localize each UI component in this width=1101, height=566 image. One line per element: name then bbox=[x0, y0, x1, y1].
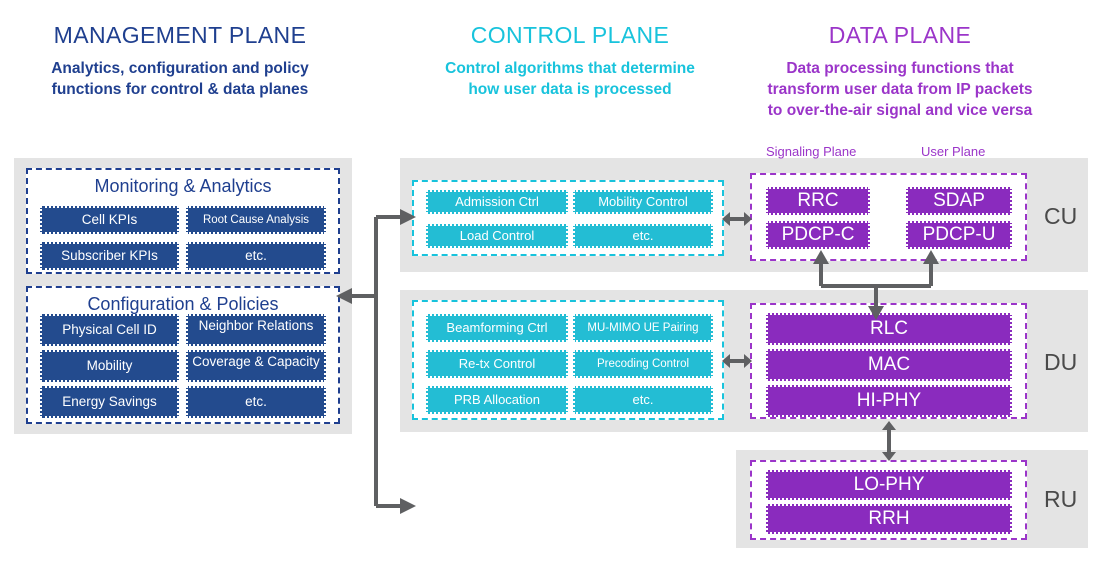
data-plane-subtitle-line3: to over-the-air signal and vice versa bbox=[767, 102, 1033, 119]
control-du-etc-box[interactable]: etc. bbox=[573, 386, 713, 414]
du-ru-connector bbox=[882, 421, 896, 461]
pdcp-u-box[interactable]: PDCP-U bbox=[906, 221, 1012, 249]
signaling-plane-label: Signaling Plane bbox=[766, 144, 857, 159]
root-cause-analysis-label: Root Cause Analysis bbox=[202, 213, 310, 226]
cell-kpis-label: Cell KPIs bbox=[81, 211, 138, 227]
management-plane-subtitle-line2: functions for control & data planes bbox=[51, 81, 309, 98]
management-plane-subtitle-line1: Analytics, configuration and policy bbox=[51, 60, 309, 77]
rlc-box[interactable]: RLC bbox=[766, 313, 1012, 345]
lo-phy-label: LO-PHY bbox=[853, 474, 925, 496]
root-cause-analysis-box[interactable]: Root Cause Analysis bbox=[186, 206, 326, 234]
prb-allocation-box[interactable]: PRB Allocation bbox=[426, 386, 568, 414]
rrc-box[interactable]: RRC bbox=[766, 187, 870, 215]
admission-ctrl-box[interactable]: Admission Ctrl bbox=[426, 190, 568, 214]
control-plane-subtitle: Control algorithms that determine how us… bbox=[400, 58, 740, 100]
mobility-control-label: Mobility Control bbox=[598, 194, 688, 210]
neighbor-relations-label: Neighbor Relations bbox=[198, 318, 314, 333]
cu-du-connector bbox=[813, 250, 939, 320]
mobility-control-box[interactable]: Mobility Control bbox=[573, 190, 713, 214]
precoding-control-label: Precoding Control bbox=[596, 357, 690, 370]
monitoring-etc-box[interactable]: etc. bbox=[186, 242, 326, 270]
re-tx-control-label: Re-tx Control bbox=[458, 356, 536, 372]
arrow-head-top-right bbox=[400, 209, 416, 225]
arrow-head-du-rlc bbox=[868, 306, 884, 320]
control-plane-subtitle-line2: how user data is processed bbox=[468, 81, 672, 98]
beamforming-ctrl-box[interactable]: Beamforming Ctrl bbox=[426, 314, 568, 342]
management-control-connector bbox=[336, 209, 416, 514]
mobility-box[interactable]: Mobility bbox=[40, 350, 179, 382]
arrow-head-bottom-right bbox=[400, 498, 416, 514]
sdap-box[interactable]: SDAP bbox=[906, 187, 1012, 215]
pdcp-u-label: PDCP-U bbox=[922, 224, 996, 246]
monitoring-analytics-title: Monitoring & Analytics bbox=[94, 176, 272, 196]
physical-cell-id-box[interactable]: Physical Cell ID bbox=[40, 314, 179, 346]
coverage-capacity-label: Coverage & Capacity bbox=[192, 354, 320, 369]
energy-savings-box[interactable]: Energy Savings bbox=[40, 386, 179, 418]
control-plane-subtitle-line1: Control algorithms that determine bbox=[445, 60, 695, 77]
mu-mimo-ue-pairing-box[interactable]: MU-MIMO UE Pairing bbox=[573, 314, 713, 342]
precoding-control-box[interactable]: Precoding Control bbox=[573, 350, 713, 378]
mu-mimo-ue-pairing-label: MU-MIMO UE Pairing bbox=[587, 321, 699, 334]
hi-phy-label: HI-PHY bbox=[856, 390, 922, 412]
data-plane-title: DATA PLANE bbox=[828, 22, 972, 48]
pdcp-c-box[interactable]: PDCP-C bbox=[766, 221, 870, 249]
du-section-label: DU bbox=[1044, 349, 1078, 375]
control-cu-etc-box[interactable]: etc. bbox=[573, 224, 713, 248]
arrow-head-cu-user bbox=[923, 250, 939, 264]
rrh-label: RRH bbox=[868, 508, 910, 530]
subscriber-kpis-label: Subscriber KPIs bbox=[61, 247, 158, 263]
mac-label: MAC bbox=[867, 354, 911, 376]
control-cu-etc-label: etc. bbox=[632, 228, 654, 244]
lo-phy-box[interactable]: LO-PHY bbox=[766, 470, 1012, 500]
data-plane-subtitle-line1: Data processing functions that bbox=[786, 60, 1014, 77]
data-plane-subtitle-line2: transform user data from IP packets bbox=[767, 81, 1033, 98]
physical-cell-id-label: Physical Cell ID bbox=[62, 321, 157, 337]
control-plane-title: CONTROL PLANE bbox=[470, 22, 670, 48]
mac-box[interactable]: MAC bbox=[766, 349, 1012, 381]
admission-ctrl-label: Admission Ctrl bbox=[455, 194, 539, 210]
sdap-label: SDAP bbox=[933, 190, 985, 212]
subscriber-kpis-box[interactable]: Subscriber KPIs bbox=[40, 242, 179, 270]
control-du-etc-label: etc. bbox=[632, 392, 654, 408]
control-du-connector bbox=[722, 354, 752, 368]
management-plane-subtitle: Analytics, configuration and policy func… bbox=[0, 58, 360, 100]
rlc-label: RLC bbox=[869, 318, 908, 340]
arrow-head-middle-left bbox=[336, 288, 352, 304]
load-control-box[interactable]: Load Control bbox=[426, 224, 568, 248]
ru-section-label: RU bbox=[1044, 486, 1078, 512]
arrow-head-cu-signaling bbox=[813, 250, 829, 264]
data-plane-subtitle: Data processing functions that transform… bbox=[730, 58, 1070, 121]
energy-savings-label: Energy Savings bbox=[62, 393, 157, 409]
user-plane-label: User Plane bbox=[921, 144, 986, 159]
configuration-etc-label: etc. bbox=[245, 393, 267, 409]
rrh-box[interactable]: RRH bbox=[766, 504, 1012, 534]
re-tx-control-box[interactable]: Re-tx Control bbox=[426, 350, 568, 378]
load-control-label: Load Control bbox=[459, 228, 535, 244]
neighbor-relations-box[interactable]: Neighbor Relations bbox=[186, 314, 326, 346]
prb-allocation-label: PRB Allocation bbox=[454, 392, 540, 408]
beamforming-ctrl-label: Beamforming Ctrl bbox=[446, 320, 548, 336]
mobility-label: Mobility bbox=[86, 357, 133, 373]
cell-kpis-box[interactable]: Cell KPIs bbox=[40, 206, 179, 234]
pdcp-c-label: PDCP-C bbox=[781, 224, 855, 246]
hi-phy-box[interactable]: HI-PHY bbox=[766, 385, 1012, 417]
rrc-label: RRC bbox=[797, 190, 839, 212]
monitoring-etc-label: etc. bbox=[245, 247, 267, 263]
control-cu-connector bbox=[722, 212, 752, 226]
cu-section-label: CU bbox=[1044, 203, 1078, 229]
coverage-capacity-box[interactable]: Coverage & Capacity bbox=[186, 350, 326, 382]
management-plane-title: MANAGEMENT PLANE bbox=[53, 22, 307, 48]
configuration-etc-box[interactable]: etc. bbox=[186, 386, 326, 418]
configuration-policies-title: Configuration & Policies bbox=[87, 294, 279, 314]
